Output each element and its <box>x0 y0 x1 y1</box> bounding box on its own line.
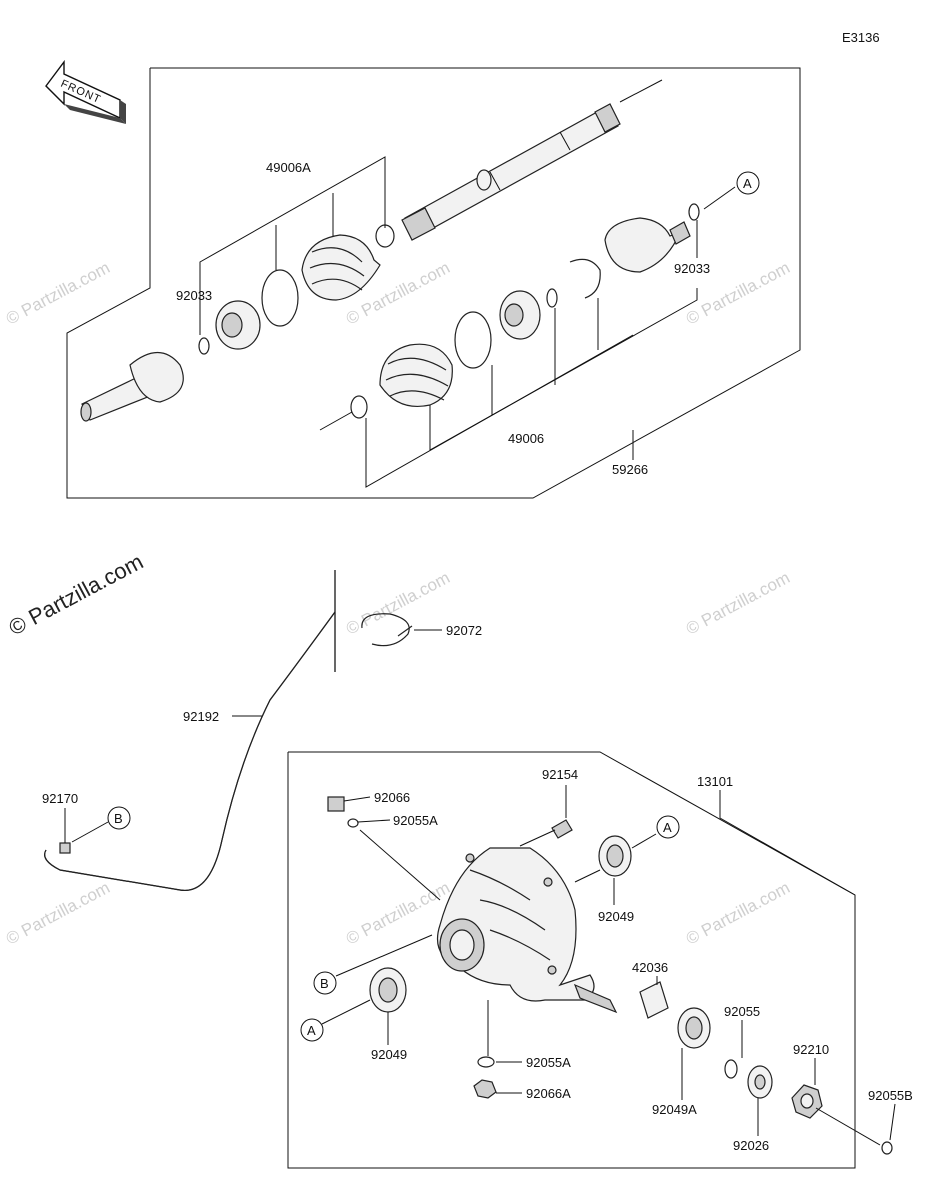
seal-92049A <box>677 1007 711 1049</box>
callout-a-right: A <box>656 815 680 839</box>
callout-b-left: B <box>107 806 131 830</box>
label-92066: 92066 <box>374 790 410 805</box>
label-92055: 92055 <box>724 1004 760 1019</box>
label-92026: 92026 <box>733 1138 769 1153</box>
clip-92033-left <box>198 337 210 355</box>
callout-a-upper: A <box>736 171 760 195</box>
gasket-92055A-bottom <box>477 1056 495 1068</box>
label-92049A: 92049A <box>652 1102 697 1117</box>
watermark: © Partzilla.com <box>3 258 113 329</box>
nut-92210 <box>791 1084 823 1119</box>
plug-92066A <box>473 1079 497 1099</box>
seal-92049-right <box>598 835 632 877</box>
label-92049-left: 92049 <box>371 1047 407 1062</box>
diagram-code: E3136 <box>842 30 880 45</box>
label-92192: 92192 <box>183 709 219 724</box>
watermark-large: © Partzilla.com <box>5 549 148 641</box>
washer-92026 <box>747 1065 773 1099</box>
inner-cv-joint <box>604 217 691 273</box>
watermark: © Partzilla.com <box>343 878 453 949</box>
upper-leader-lines <box>199 156 736 488</box>
outer-cv-joint <box>80 352 184 422</box>
label-92033-right: 92033 <box>674 261 710 276</box>
clip-92033-right <box>688 203 700 221</box>
boot-49006A <box>301 234 381 301</box>
plug-92066 <box>327 796 345 812</box>
label-92072: 92072 <box>446 623 482 638</box>
seal-92049-left <box>369 967 407 1013</box>
band-49006A-small <box>375 224 395 248</box>
label-92170: 92170 <box>42 791 78 806</box>
callout-a-text: A <box>743 176 752 191</box>
watermark: © Partzilla.com <box>343 568 453 639</box>
label-92055B: 92055B <box>868 1088 913 1103</box>
band-49006-small <box>350 395 368 419</box>
band-49006-large <box>454 311 492 369</box>
gasket-92055A-top <box>347 818 359 828</box>
label-92049-right: 92049 <box>598 909 634 924</box>
watermark: © Partzilla.com <box>683 568 793 639</box>
oring-92055 <box>724 1059 738 1079</box>
callout-a-text: A <box>307 1023 316 1038</box>
inner-bearing-left <box>215 300 261 350</box>
differential-frame <box>287 751 856 1169</box>
label-92055A-bottom: 92055A <box>526 1055 571 1070</box>
lower-leader-lines <box>321 785 896 1146</box>
label-13101: 13101 <box>697 774 733 789</box>
callout-b-lower: B <box>313 971 337 995</box>
circlip <box>569 258 601 299</box>
label-92066A: 92066A <box>526 1086 571 1101</box>
inner-bearing-right <box>499 290 541 340</box>
oring-92055B <box>881 1141 893 1155</box>
label-49006: 49006 <box>508 431 544 446</box>
callout-a-lower: A <box>300 1018 324 1042</box>
label-92033-left: 92033 <box>176 288 212 303</box>
label-49006A: 49006A <box>266 160 311 175</box>
band-49006A-large <box>261 269 299 327</box>
boot-49006 <box>379 343 453 407</box>
sleeve-42036 <box>639 981 669 1019</box>
drive-shaft-frame <box>66 67 801 499</box>
label-42036: 42036 <box>632 960 668 975</box>
callout-b-text: B <box>114 811 123 826</box>
watermark: © Partzilla.com <box>683 878 793 949</box>
label-92055A-top: 92055A <box>393 813 438 828</box>
label-92154: 92154 <box>542 767 578 782</box>
label-59266: 59266 <box>612 462 648 477</box>
clip-right-inner <box>546 288 558 308</box>
clip-92170 <box>59 842 71 854</box>
differential-housing <box>436 847 618 1014</box>
front-arrow-icon: FRONT <box>45 59 126 124</box>
bolt-92154 <box>519 819 573 847</box>
label-92210: 92210 <box>793 1042 829 1057</box>
callout-b-text: B <box>320 976 329 991</box>
callout-a-text: A <box>663 820 672 835</box>
breather-hose <box>44 570 336 891</box>
watermark: © Partzilla.com <box>3 878 113 949</box>
clamp-92072 <box>361 613 413 647</box>
drive-shaft <box>401 79 663 241</box>
